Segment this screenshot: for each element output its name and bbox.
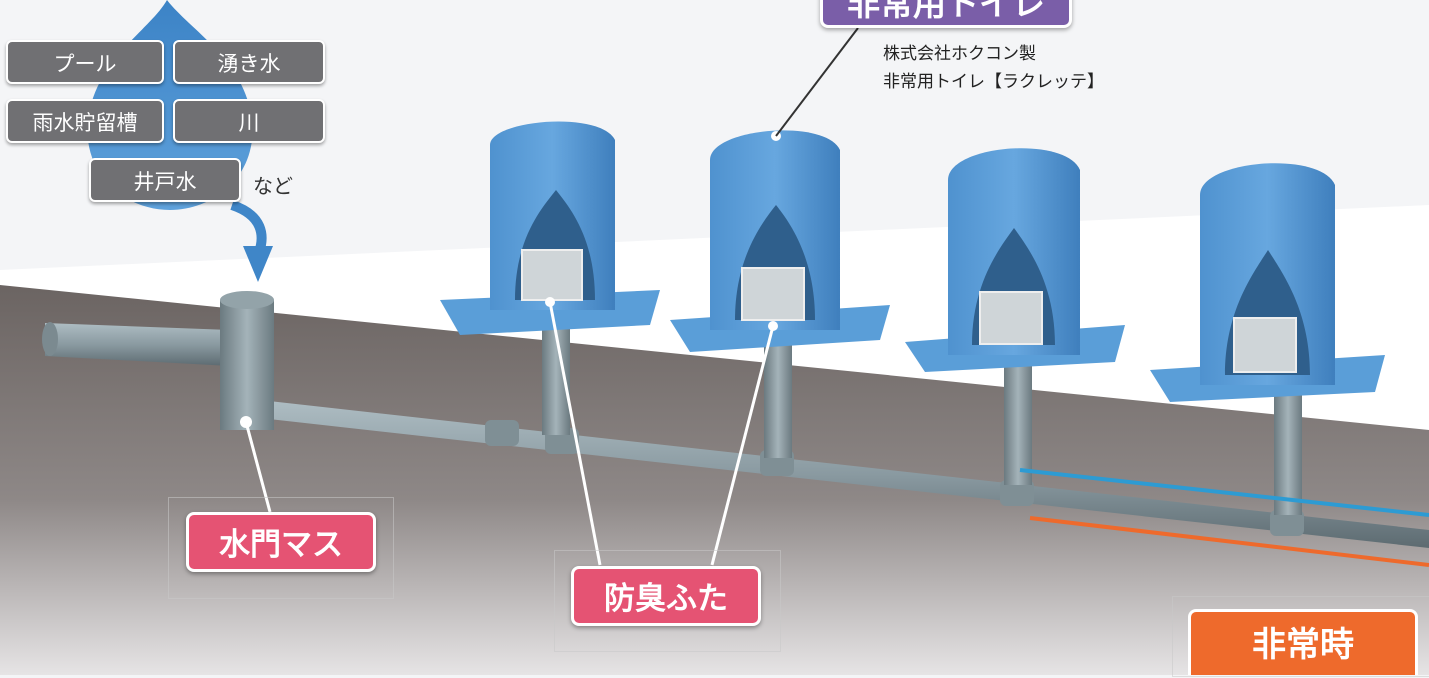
- toilet-unit: [440, 121, 660, 335]
- leader-line: [548, 301, 602, 566]
- toilet-riser-pipe: [1004, 355, 1032, 485]
- maker-line-1: 株式会社ホクコン製: [883, 44, 1036, 64]
- toilet-title-badge: 非常用トイレ: [820, 0, 1072, 28]
- pipe-joint: [1000, 480, 1034, 506]
- toilet-unit: [905, 148, 1125, 372]
- water-gate-box-top: [220, 291, 274, 309]
- toilet-riser-pipe: [764, 330, 792, 458]
- source-label-spring: 湧き水: [173, 40, 325, 84]
- pipe-joint: [1270, 510, 1304, 536]
- maker-line-2: 非常用トイレ【ラクレッテ】: [883, 72, 1104, 92]
- toilet-unit: [1150, 163, 1385, 402]
- source-etc-text: など: [253, 174, 293, 198]
- ground-cross-section: [0, 285, 1429, 675]
- toilet-unit: [670, 130, 890, 352]
- pipe-joint: [485, 420, 519, 446]
- callout-frame: [168, 497, 394, 599]
- leader-line: [775, 27, 859, 137]
- inlet-pipe: [45, 323, 230, 366]
- toilet-maker-info: 株式会社ホクコン製 非常用トイレ【ラクレッテ】: [883, 40, 1104, 96]
- toilet-riser-pipe: [1274, 385, 1302, 515]
- emergency-flow-line: [1029, 516, 1429, 567]
- flow-arrow-head: [243, 246, 273, 282]
- deodorant-lid-callout: 防臭ふた: [571, 566, 761, 626]
- leader-line: [710, 325, 775, 566]
- water-gate-box: [220, 300, 274, 430]
- inlet-pipe-end: [42, 322, 58, 356]
- source-label-well: 井戸水: [89, 158, 241, 202]
- normal-flow-line: [1019, 468, 1429, 517]
- source-label-pool: プール: [6, 40, 164, 84]
- source-label-river: 川: [173, 99, 325, 143]
- water-gate-callout: 水門マス: [186, 512, 376, 572]
- callout-frame: [554, 550, 781, 652]
- source-label-rain-tank: 雨水貯留槽: [6, 99, 164, 143]
- emergency-label: 非常時: [1188, 609, 1418, 675]
